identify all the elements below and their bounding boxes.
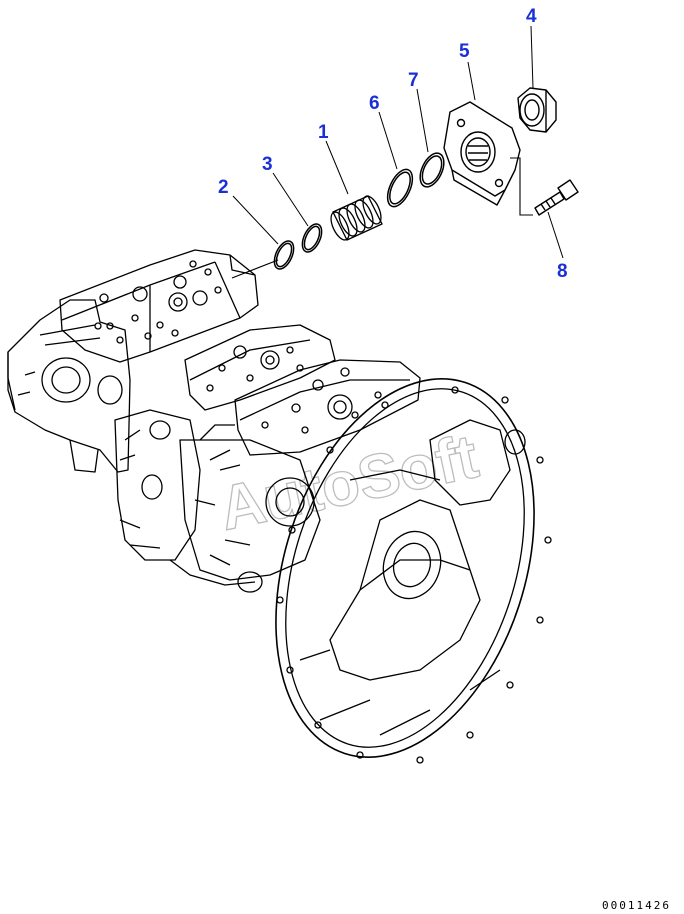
callout-5: 5	[459, 41, 470, 62]
o-ring-part-6	[386, 168, 414, 208]
callout-2: 2	[218, 177, 229, 198]
nut-part-4	[517, 87, 557, 133]
o-ring-part-3	[301, 223, 323, 253]
spring-part-1	[330, 195, 383, 241]
flange-plate-part-5	[443, 101, 521, 206]
bolt-part-8	[534, 179, 579, 216]
callout-3: 3	[262, 154, 273, 175]
callout-6: 6	[369, 93, 380, 114]
hydraulic-pump-assembly	[7, 249, 552, 764]
callout-1: 1	[318, 122, 329, 143]
callout-7: 7	[408, 70, 419, 91]
assembly-connector-line	[510, 157, 533, 216]
o-ring-part-7	[419, 152, 445, 188]
explosion-leader-line	[231, 259, 279, 279]
watermark: AutoSoft	[214, 422, 484, 544]
o-ring-part-2	[273, 240, 295, 270]
callout-labels: 1 2 3 4 5 6 7 8	[218, 6, 568, 282]
leader-lines	[232, 25, 564, 259]
callout-8: 8	[557, 261, 568, 282]
figure-reference-number: 00011426	[602, 899, 671, 912]
callout-4: 4	[526, 6, 537, 27]
